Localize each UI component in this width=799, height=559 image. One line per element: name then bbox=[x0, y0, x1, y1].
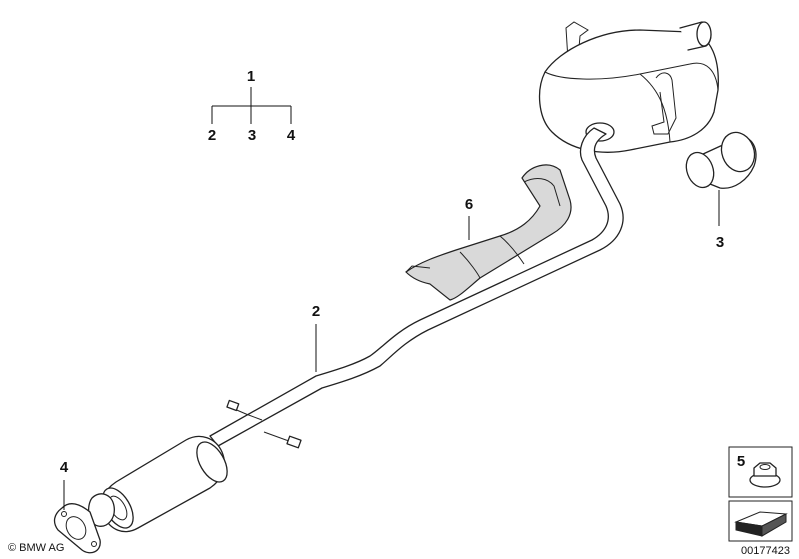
front-silencer bbox=[87, 435, 228, 533]
arrow-symbol-icon bbox=[734, 511, 788, 537]
copyright-text: © BMW AG bbox=[8, 542, 64, 554]
symbol-box bbox=[728, 500, 793, 542]
callout-2-label: 2 bbox=[312, 303, 320, 320]
clamp-sleeve bbox=[685, 131, 757, 189]
callout-3-label: 3 bbox=[716, 234, 724, 251]
tree-child-3-label: 3 bbox=[248, 127, 256, 144]
callouts: 6 3 2 4 bbox=[60, 190, 724, 510]
heat-shield bbox=[405, 164, 572, 301]
rear-silencer bbox=[538, 21, 719, 153]
part-5-inset: 5 bbox=[728, 446, 793, 498]
flange-nut-icon bbox=[749, 462, 781, 488]
tree-child-2-label: 2 bbox=[208, 127, 216, 144]
part-hierarchy-tree: 1 2 3 4 bbox=[208, 68, 296, 144]
callout-5-label: 5 bbox=[737, 453, 745, 470]
callout-6-label: 6 bbox=[465, 196, 473, 213]
tree-child-4-label: 4 bbox=[287, 127, 296, 144]
gasket-flange bbox=[53, 502, 101, 554]
diagram-id-text: 00177423 bbox=[741, 545, 790, 557]
callout-4-label: 4 bbox=[60, 459, 69, 476]
tree-root-label: 1 bbox=[247, 68, 255, 85]
